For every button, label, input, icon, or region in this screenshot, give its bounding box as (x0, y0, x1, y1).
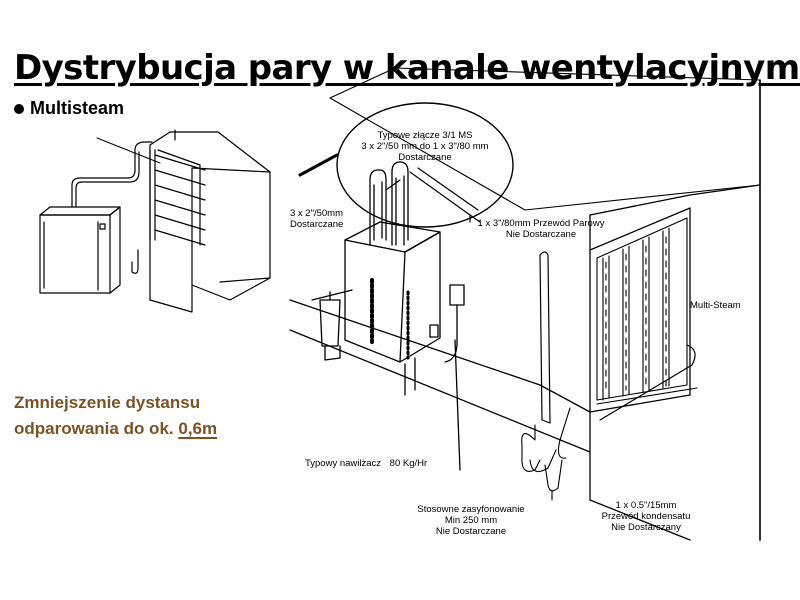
bullet-label: Multisteam (30, 98, 125, 118)
bullet-item: Multisteam (14, 98, 124, 119)
distance-note: Zmniejszenie dystansu odparowania do ok.… (14, 390, 217, 442)
humidifier-label: Typowy nawilżacz 80 Kg/Hr (305, 458, 428, 469)
condensate-siphon (521, 407, 571, 501)
small-duct-illustration (39, 129, 271, 313)
large-duct (289, 67, 761, 541)
steam-hoses (369, 161, 409, 246)
distance-value: 0,6m (178, 419, 218, 438)
note-line-2: odparowania do ok. 0,6m (14, 419, 218, 438)
connector-highlight-circle (336, 102, 514, 228)
connector-pointer-line (298, 153, 339, 177)
note-line-1: Zmniejszenie dystansu (14, 393, 201, 412)
multisteam-grid (596, 217, 698, 421)
large-humidifier (311, 221, 465, 396)
bullet-dot-icon (14, 103, 24, 114)
steam-pipe-label: 1 x 3"/80mm Przewód Parowy Nie Dostarcza… (477, 218, 605, 240)
main-steam-pipe (409, 167, 551, 424)
multisteam-label: Multi-Steam (690, 300, 741, 311)
siphon-label: Stosowne zasyfonowanie Min 250 mm Nie Do… (417, 504, 525, 537)
condensate-label: 1 x 0.5"/15mm Przewód kondensatu Nie Dos… (601, 500, 691, 533)
connector-label: Typowe złącze 3/1 MS 3 x 2"/50 mm do 1 x… (361, 130, 489, 163)
hose-left-label: 3 x 2"/50mm Dostarczane (290, 208, 344, 230)
